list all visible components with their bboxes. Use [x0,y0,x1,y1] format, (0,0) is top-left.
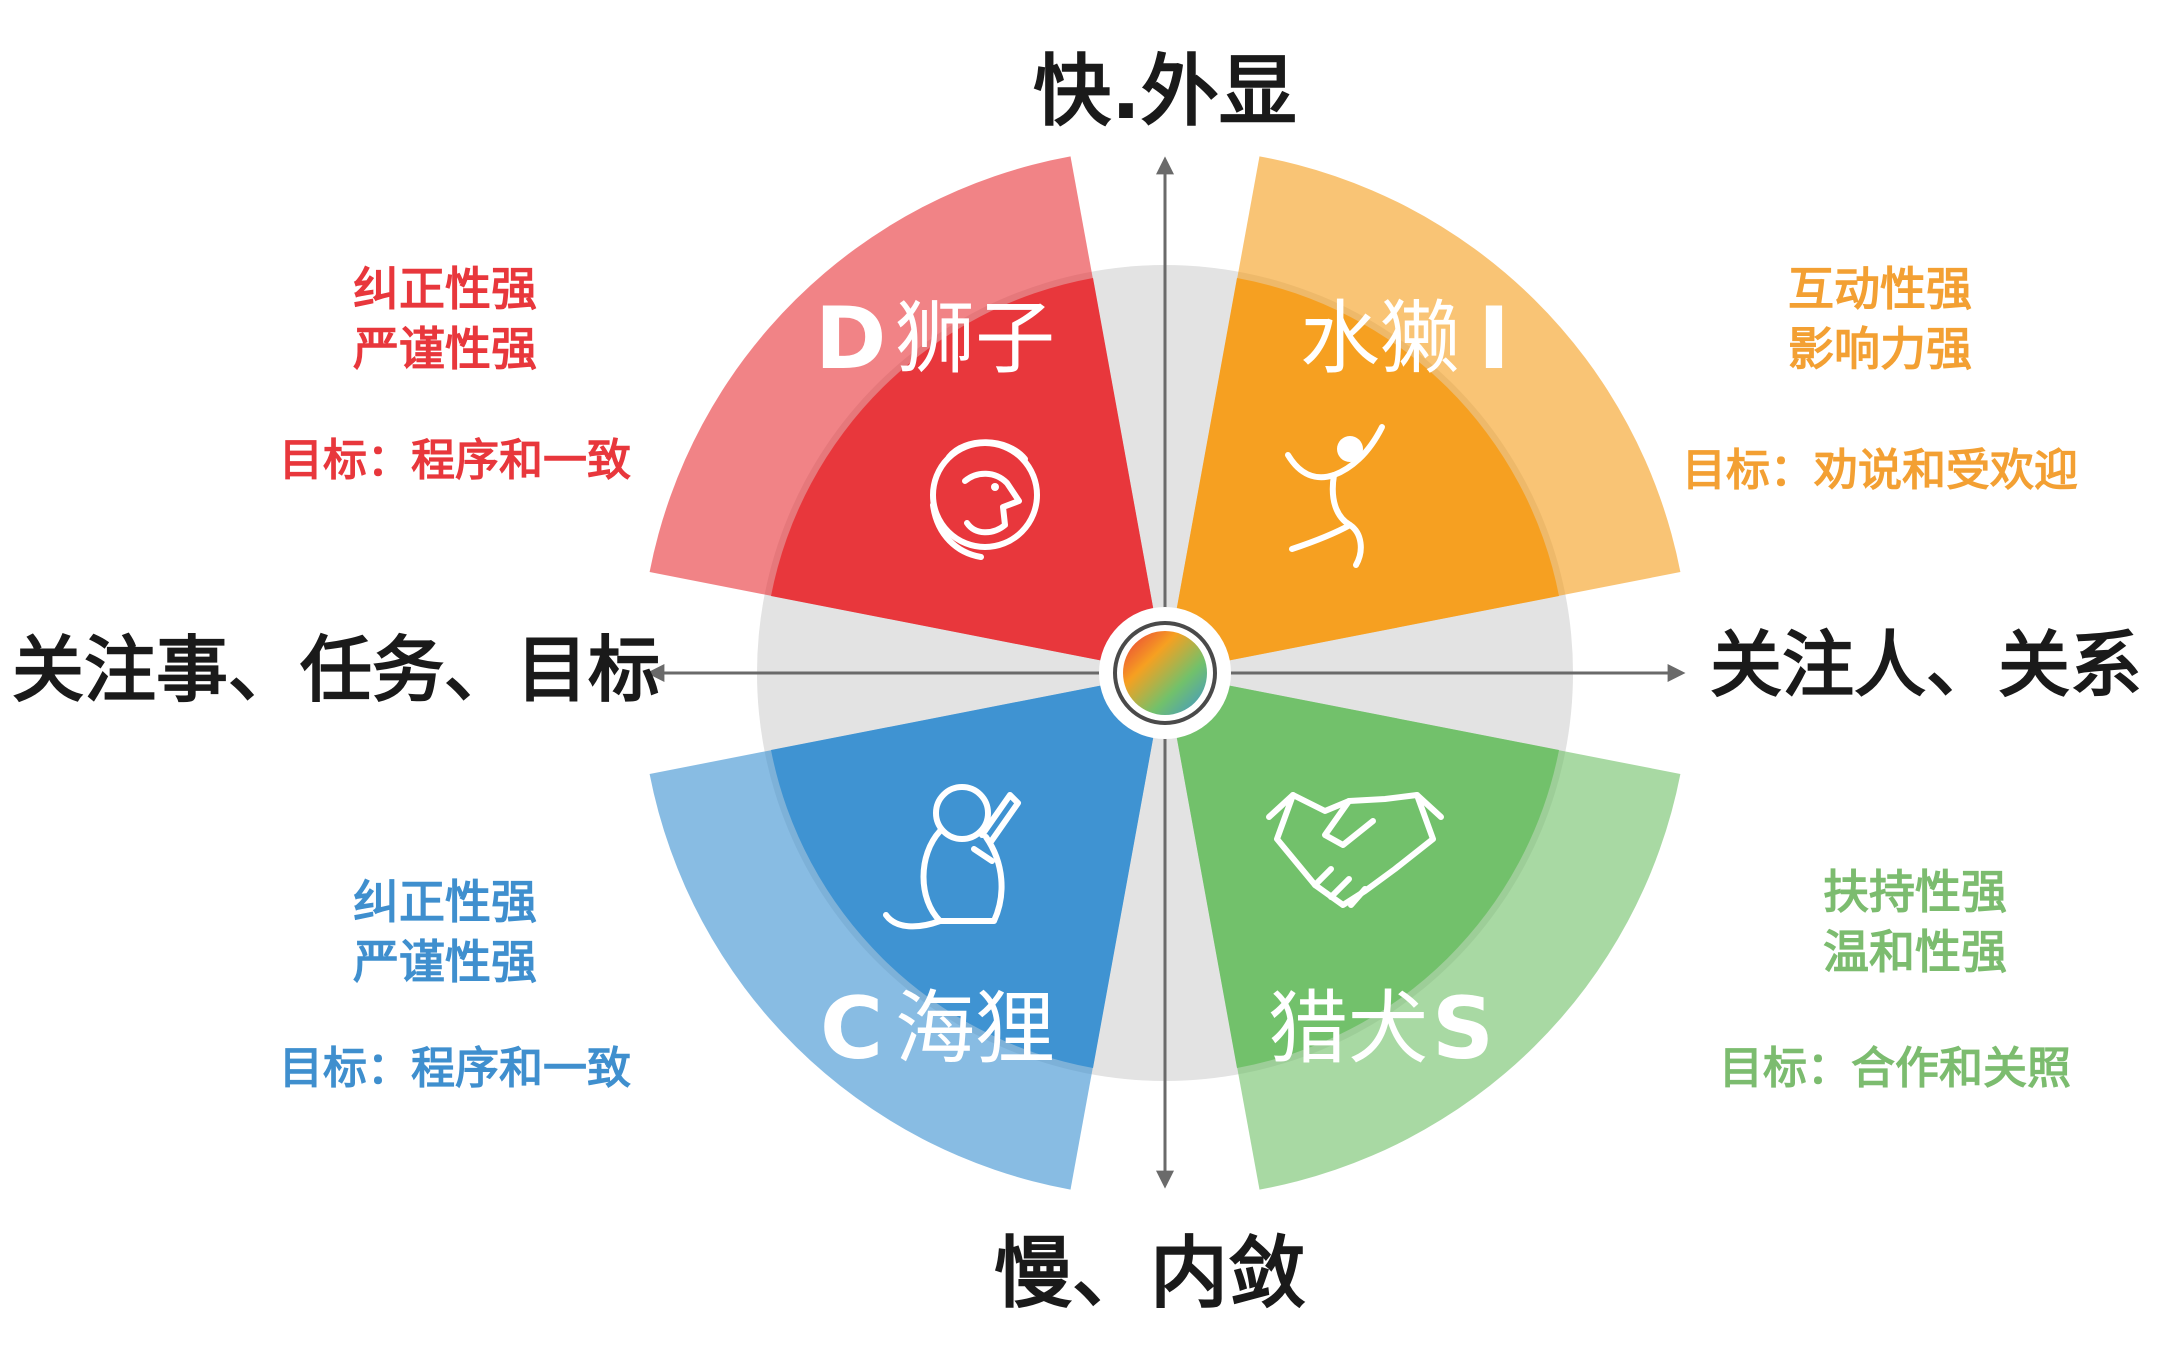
quadrant-i: 水獭 I 互动性强 影响力强 目标：劝说和受欢迎 [1285,262,2078,568]
quadrant-s-letter: S [1432,979,1494,1079]
axis-label-bottom: 慢、内敛 [994,1229,1306,1319]
axis-label-left: 关注事、任务、目标 [12,628,660,712]
quadrant-s-name: 猎犬 [1268,982,1428,1075]
quadrant-s-trait-1: 扶持性强 [1823,865,2007,919]
quadrant-i-name: 水獭 [1300,292,1460,385]
quadrant-d-letter: D [815,289,886,389]
quadrant-i-goal: 目标：劝说和受欢迎 [1682,445,2078,496]
quadrant-s-wedge [1165,673,1681,1190]
lion-icon [930,439,1040,560]
axis-label-right: 关注人、关系 [1710,623,2142,707]
quadrant-c-trait-2: 严谨性强 [353,935,537,989]
quadrant-c-name: 海狸 [895,982,1055,1075]
quadrant-i-trait-2: 影响力强 [1788,322,1972,376]
beaver-icon [883,784,1021,930]
quadrant-c-wedge [649,673,1165,1190]
quadrant-s-goal: 目标：合作和关照 [1719,1043,2071,1094]
quadrant-d-trait-2: 严谨性强 [353,322,537,376]
quadrant-s-trait-2: 温和性强 [1823,925,2007,979]
quadrant-i-trait-1: 互动性强 [1788,262,1972,316]
jumping-person-icon [1285,424,1385,568]
quadrant-d: D 狮子 纠正性强 严谨性强 目标：程序和一致 [279,262,1055,560]
quadrant-d-trait-1: 纠正性强 [353,262,537,316]
quadrant-c-letter: C [820,979,883,1079]
color-wheel-icon [1099,607,1231,739]
quadrant-i-letter: I [1478,289,1510,389]
quadrant-d-wedge [649,156,1165,673]
quadrant-i-wedge [1165,156,1681,673]
handshake-icon [1266,792,1444,908]
quadrant-c-trait-1: 纠正性强 [353,875,537,929]
quadrant-d-name: 狮子 [895,292,1055,385]
quadrant-c: C 海狸 纠正性强 严谨性强 目标：程序和一致 [279,784,1055,1094]
axis-label-top: 快.外显 [1033,47,1297,137]
quadrant-d-goal: 目标：程序和一致 [279,435,631,486]
quadrant-c-goal: 目标：程序和一致 [279,1043,631,1094]
quadrant-s: 猎犬 S 扶持性强 温和性强 目标：合作和关照 [1266,792,2071,1094]
